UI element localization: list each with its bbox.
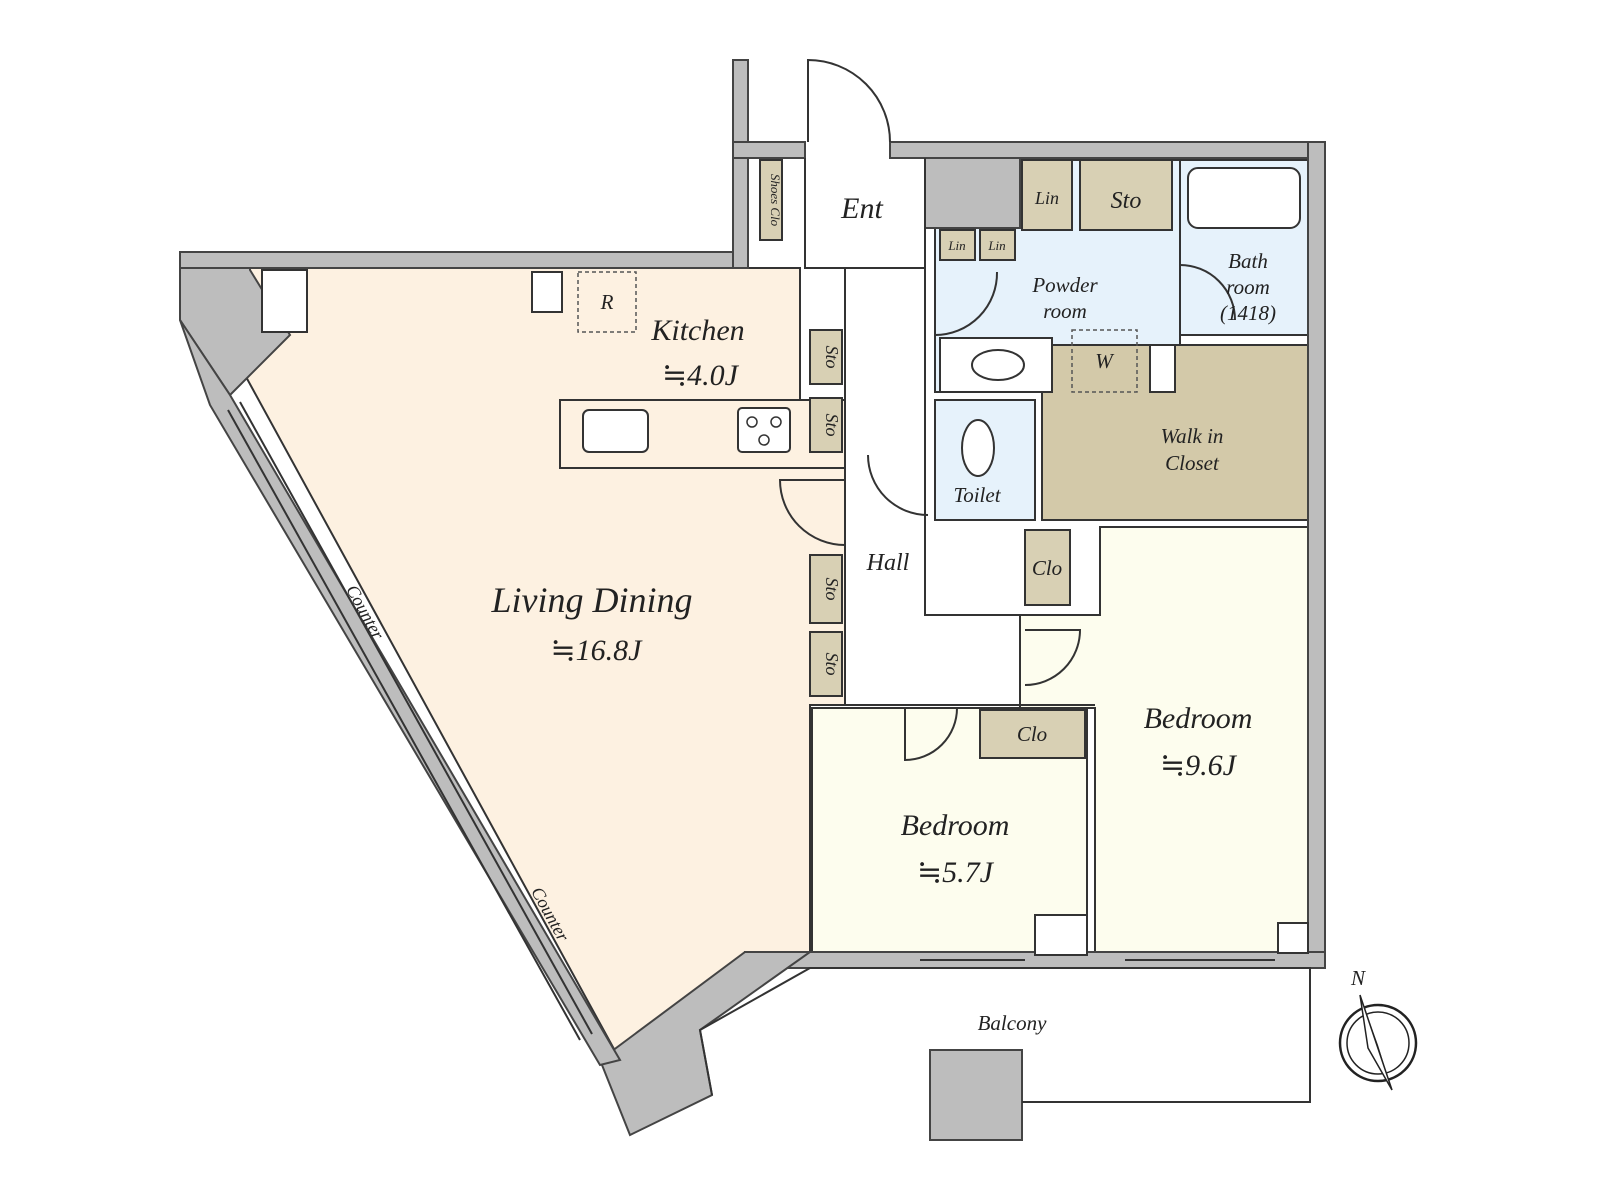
sto-kitchen-1-label: Sto: [822, 345, 842, 368]
stove-icon: [737, 407, 791, 453]
linen-2-label: Lin: [947, 238, 965, 253]
wall-mech-block: [924, 157, 1021, 229]
balcony-outline-left: [698, 967, 811, 1096]
door-swing-bath: [1179, 264, 1236, 321]
door-swing-powder: [934, 271, 999, 336]
sto-hall-2-label: Sto: [822, 652, 842, 675]
balcony-outline: [810, 967, 1311, 1103]
entrance-label: Ent: [840, 192, 883, 225]
burner-icon: [758, 434, 770, 446]
bath-label-1: Bath: [1228, 249, 1268, 273]
kitchen-niche: [531, 271, 563, 313]
wall-corner-diagonal: [179, 319, 622, 1067]
window-diagonal-outer: [227, 409, 581, 1041]
powder-label-2: room: [1043, 299, 1087, 323]
washer-label: W: [1095, 349, 1115, 373]
wall-entry-top-right: [889, 141, 1326, 159]
balcony-label: Balcony: [978, 1011, 1047, 1035]
door-swing-living: [778, 479, 846, 546]
linen-1: [1021, 159, 1073, 231]
small-bed-notch: [1034, 914, 1088, 956]
compass-north-label: N: [1350, 966, 1366, 990]
shoes-closet: [759, 159, 783, 241]
burner-icon: [746, 416, 758, 428]
door-swing-hall-toilet: [867, 454, 929, 516]
bath-label-3: (1418): [1220, 301, 1276, 325]
compass-inner: [1346, 1011, 1410, 1075]
walkin-label-2: Closet: [1165, 451, 1220, 475]
bedroom-large-label: Bedroom: [1144, 702, 1253, 735]
bathtub-icon: [1187, 167, 1301, 229]
window-diagonal-inner: [239, 401, 593, 1035]
clo-small-bed-label: Clo: [1017, 722, 1047, 746]
toilet-label: Toilet: [953, 483, 1001, 507]
storage-kitchen-2: [809, 397, 843, 453]
linen-3: [979, 229, 1016, 261]
wall-right: [1307, 141, 1326, 969]
powder-label-1: Powder: [1031, 273, 1098, 297]
bedroom-small-area: ≒5.7J: [917, 856, 995, 889]
fridge-label: R: [600, 290, 614, 314]
hall-label: Hall: [866, 550, 910, 576]
kitchen-label: Kitchen: [650, 314, 744, 347]
kitchen-area: ≒4.0J: [662, 359, 740, 392]
sto-kitchen-2-label: Sto: [822, 413, 842, 436]
door-swing-bed-small: [904, 707, 958, 762]
partition-entry: [804, 158, 926, 269]
linen-2: [939, 229, 976, 261]
wall-balcony-column: [929, 1049, 1023, 1141]
linen-1-label: Lin: [1034, 188, 1059, 208]
storage-hall-2: [809, 631, 843, 697]
wall-entry-top: [732, 141, 806, 159]
sto-powder-label: Sto: [1111, 188, 1142, 214]
linen-3-label: Lin: [987, 238, 1005, 253]
door-swing-bed-large: [1024, 629, 1082, 686]
clo-large-bed-label: Clo: [1032, 556, 1062, 580]
living-niche: [261, 269, 308, 333]
bedroom-large-area: ≒9.6J: [1160, 749, 1238, 782]
living-area: ≒16.8J: [551, 634, 644, 667]
bedroom-small-label: Bedroom: [901, 809, 1010, 842]
bath-divider: [1149, 344, 1176, 393]
wall-entry-left: [732, 59, 749, 269]
closet-small-bed: [979, 709, 1086, 759]
storage-powder: [1079, 159, 1173, 231]
vanity-sink-icon: [971, 349, 1025, 381]
front-door-swing: [807, 58, 891, 143]
living-label: Living Dining: [490, 580, 692, 620]
walkin-label-1: Walk in: [1161, 424, 1224, 448]
sto-hall-1-label: Sto: [822, 577, 842, 600]
storage-hall-1: [809, 554, 843, 624]
kitchen-sink-icon: [582, 409, 649, 453]
closet-large-bed: [1024, 529, 1071, 606]
bath-label-2: room: [1226, 275, 1270, 299]
toilet-icon: [961, 419, 995, 477]
large-bed-column: [1277, 922, 1309, 954]
compass-ring: [1338, 1003, 1418, 1083]
fridge-space: [577, 271, 637, 333]
partition-hall-right: [924, 268, 1020, 616]
storage-kitchen-1: [809, 329, 843, 385]
burner-icon: [770, 416, 782, 428]
shoes-closet-label: Shoes Clo: [768, 174, 783, 227]
wall-top-living: [179, 251, 749, 269]
compass-needle-tail-icon: [1359, 994, 1393, 1091]
